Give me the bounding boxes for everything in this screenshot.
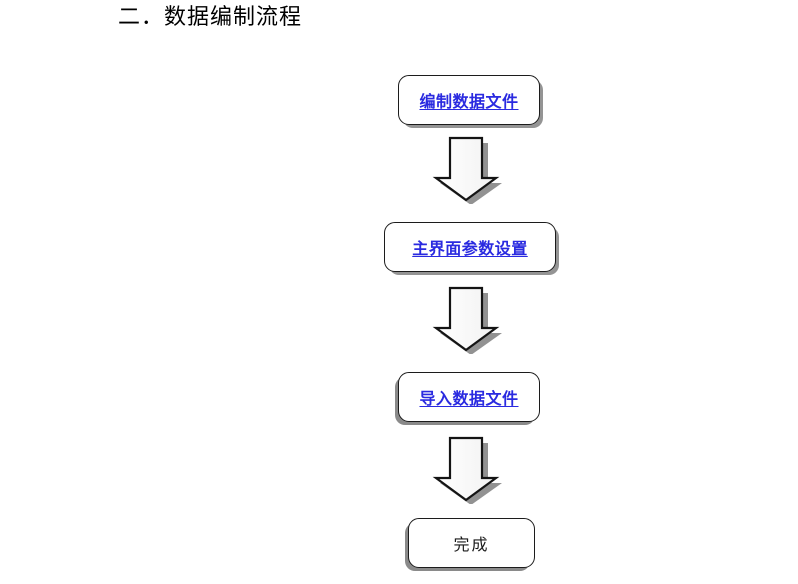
flow-arrow-down-1: [432, 136, 504, 204]
flow-node-label: 导入数据文件: [419, 389, 519, 408]
arrow-body: [432, 136, 500, 202]
flow-node-label: 主界面参数设置: [412, 239, 528, 258]
flow-arrow-down-3: [432, 436, 504, 504]
arrow-body: [432, 286, 500, 352]
section-heading: 二．数据编制流程: [118, 5, 303, 30]
flow-node-complete[interactable]: 完成: [408, 518, 535, 568]
flow-node-label: 编制数据文件: [419, 92, 519, 111]
flow-node-label: 完成: [453, 535, 490, 554]
flow-node-import-data-file[interactable]: 导入数据文件: [398, 372, 540, 422]
arrow-body: [432, 436, 500, 502]
flow-arrow-down-2: [432, 286, 504, 354]
flow-node-main-ui-parameter-settings[interactable]: 主界面参数设置: [384, 222, 556, 272]
flow-node-compile-data-file[interactable]: 编制数据文件: [398, 75, 540, 125]
